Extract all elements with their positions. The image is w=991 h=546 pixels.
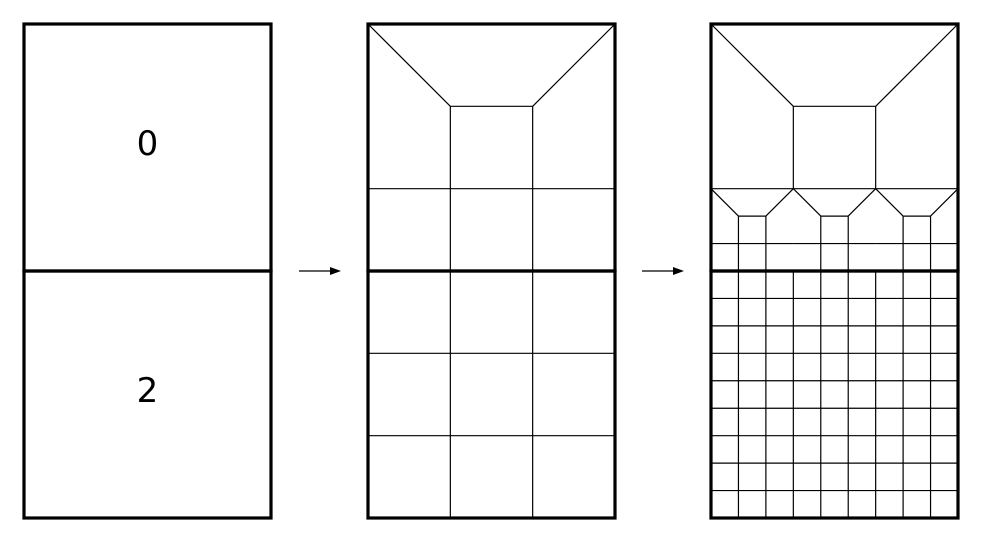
transition-diagonal <box>792 188 822 217</box>
transition-diagonal <box>532 23 616 107</box>
arrow-1-head <box>330 267 341 275</box>
cell-label-top: 0 <box>137 124 159 164</box>
transition-diagonal <box>875 188 904 217</box>
bottom-cell-border <box>366 269 617 520</box>
panel-refined-twice-thin-lines <box>710 23 959 518</box>
transition-diagonal <box>710 188 739 217</box>
transition-diagonal <box>367 23 451 107</box>
transition-diagonal <box>930 188 959 217</box>
panel-coarse-mesh: 0 2 <box>22 22 273 520</box>
transition-diagonal <box>765 188 794 217</box>
panel-refined-once-thin-lines <box>367 23 616 518</box>
bottom-cell-border <box>709 269 960 520</box>
transition-diagonal <box>875 23 959 107</box>
arrow-1 <box>299 267 341 275</box>
panel-refined-twice <box>709 22 960 520</box>
panel-refined-once <box>366 22 617 520</box>
transition-diagonal <box>847 188 877 217</box>
bottom-cell-border <box>22 269 273 520</box>
arrow-2 <box>642 267 684 275</box>
transition-diagonal <box>710 23 794 107</box>
cell-label-bottom: 2 <box>137 371 159 411</box>
arrow-2-head <box>673 267 684 275</box>
